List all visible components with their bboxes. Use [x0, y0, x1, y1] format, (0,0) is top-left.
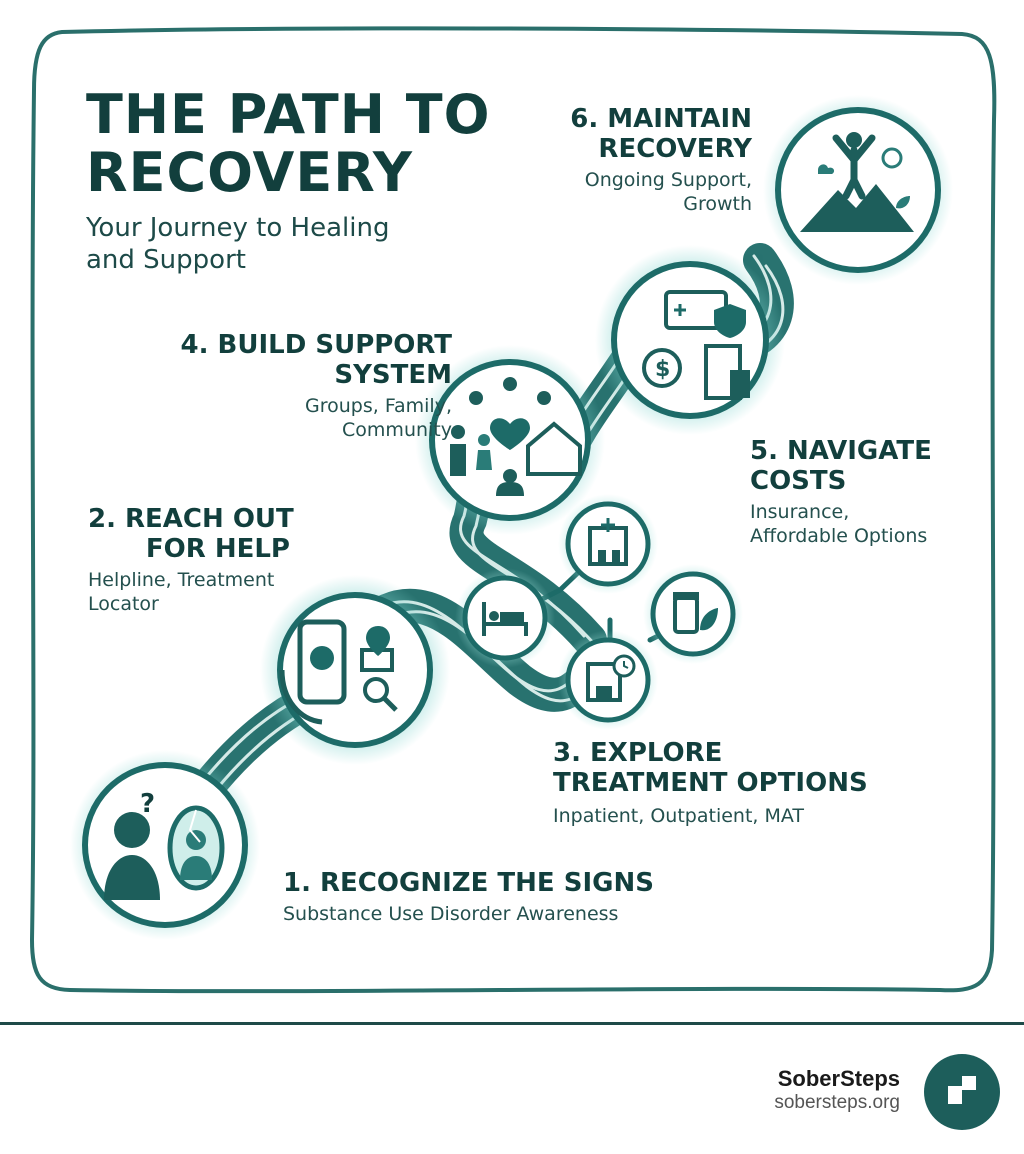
step5-circle: $ [611, 261, 769, 419]
step1-label: 1. RECOGNIZE THE SIGNS Substance Use Dis… [283, 868, 654, 925]
family-community-heart-icon [450, 377, 582, 496]
hospital-icon [565, 501, 651, 587]
svg-text:$: $ [655, 357, 670, 382]
brand-url[interactable]: sobersteps.org [774, 1092, 900, 1113]
medication-icon [650, 571, 736, 657]
person-mirror-question-icon: ? [104, 789, 225, 900]
footer-divider [0, 1022, 1024, 1025]
step6-circle [775, 107, 941, 273]
brand-logo [924, 1054, 1000, 1130]
insurance-money-bill-icon: $ [642, 290, 750, 400]
step1-circle: ? [82, 762, 248, 928]
border-frame [29, 26, 997, 994]
step3-nodes [462, 501, 736, 723]
bed-icon [462, 575, 548, 661]
step2-circle [277, 592, 433, 748]
phone-map-search-icon [279, 619, 398, 725]
mountain-summit-sun-icon [800, 132, 914, 232]
step4-circle [429, 359, 591, 521]
page-title: THE PATH TO RECOVERY [86, 83, 491, 204]
brand-name: SoberSteps [777, 1066, 900, 1091]
svg-text:?: ? [140, 789, 155, 819]
page-subtitle: Your Journey to Healing and Support [86, 213, 390, 275]
clinic-clock-icon [565, 637, 651, 723]
